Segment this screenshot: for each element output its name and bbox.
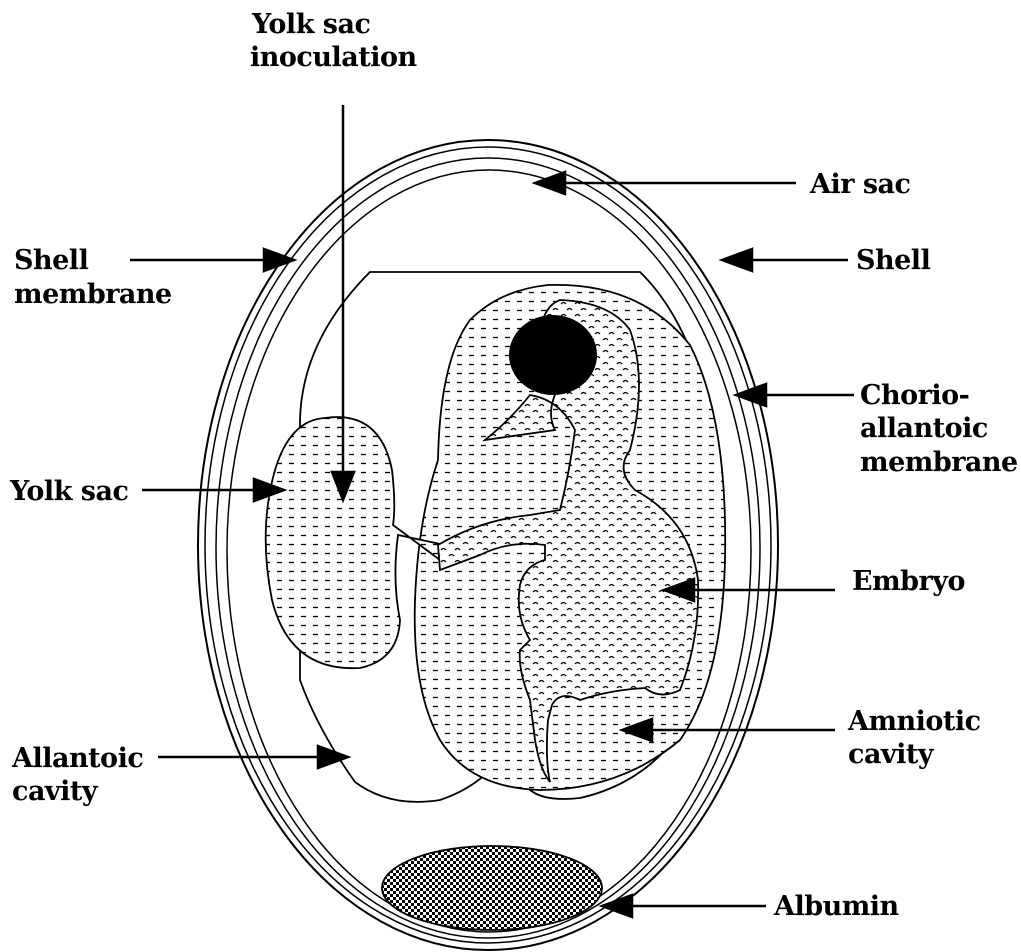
albumin — [382, 846, 602, 930]
label-embryo: Embryo — [852, 566, 965, 597]
label-yolk-sac: Yolk sac — [9, 476, 128, 507]
label-shell-membrane-line1: Shell — [14, 245, 89, 276]
label-chorioallantoic-line1: Chorio- — [860, 380, 969, 411]
label-amniotic-line1: Amniotic — [847, 706, 981, 737]
label-allantoic-line1: Allantoic — [11, 743, 143, 774]
label-albumin: Albumin — [773, 891, 900, 922]
label-allantoic-line2: cavity — [12, 776, 99, 807]
label-chorioallantoic-line2: allantoic — [860, 413, 988, 444]
label-amniotic-line2: cavity — [848, 739, 935, 770]
label-shell: Shell — [856, 245, 931, 276]
label-chorioallantoic-line3: membrane — [860, 447, 1018, 478]
embryo-eye — [509, 315, 597, 395]
label-yolk-sac-inoculation-line2: inoculation — [250, 42, 417, 73]
label-yolk-sac-inoculation-line1: Yolk sac — [251, 9, 370, 40]
label-shell-membrane-line2: membrane — [14, 279, 172, 310]
label-air-sac: Air sac — [809, 169, 911, 200]
